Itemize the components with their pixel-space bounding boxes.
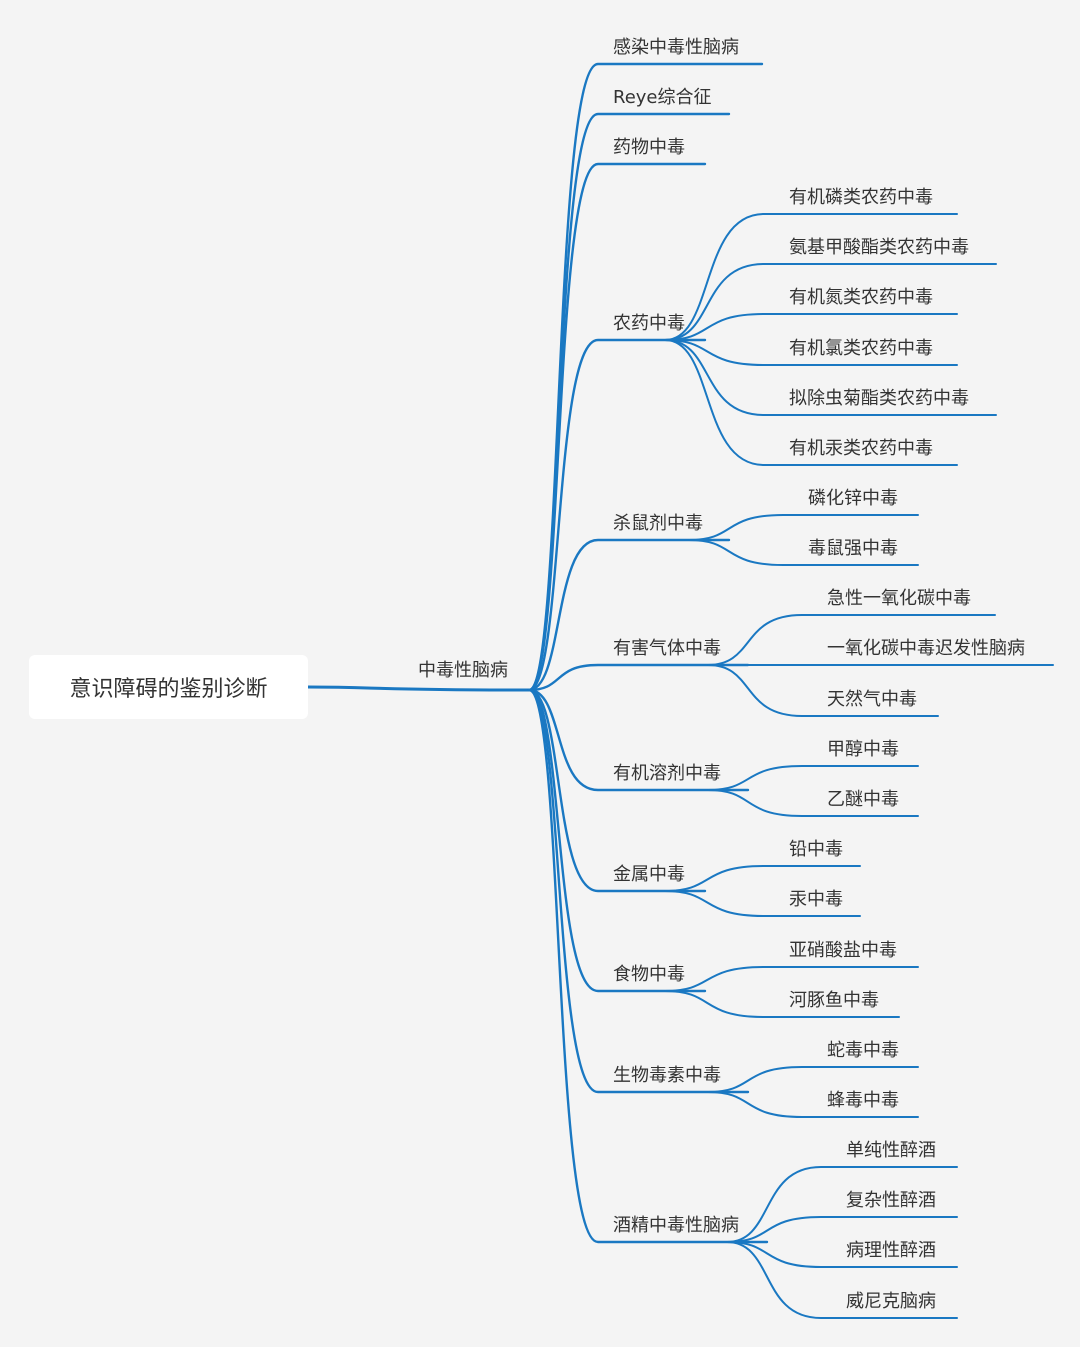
l2-node-label[interactable]: Reye综合征 [613,87,712,108]
l2-node-label[interactable]: 杀鼠剂中毒 [613,513,703,534]
edge-l3-6-1 [707,789,919,817]
l3-node-label[interactable]: 铅中毒 [789,839,843,860]
l2-node-label[interactable]: 生物毒素中毒 [613,1065,721,1086]
edge-l2-6 [527,688,750,792]
root-node-label: 意识障碍的鉴别诊断 [69,677,268,702]
l2-node-label[interactable]: 酒精中毒性脑病 [613,1215,739,1236]
edge-l2-9 [527,688,750,1094]
l3-node-label[interactable]: 有机磷类农药中毒 [789,187,933,208]
edge-l3-3-2 [664,313,958,341]
edge-l2-4 [527,538,731,692]
l2-node-label[interactable]: 食物中毒 [613,964,685,985]
l3-node-label[interactable]: 乙醚中毒 [827,789,899,810]
edge-l2-10 [527,688,769,1244]
edge-l3-8-1 [664,990,900,1018]
l3-node-label[interactable]: 一氧化碳中毒迟发性脑病 [827,638,1025,659]
l3-node-label[interactable]: 蛇毒中毒 [827,1040,899,1061]
l3-node-label[interactable]: 威尼克脑病 [846,1291,936,1312]
edge-l3-10-3 [726,1241,958,1319]
l3-node-label[interactable]: 甲醇中毒 [827,739,899,760]
edge-l3-10-0 [726,1166,958,1243]
edge-l3-5-0 [707,614,996,666]
edge-l3-4-1 [688,539,919,566]
edge-l2-7 [527,688,707,893]
l3-node-label[interactable]: 亚硝酸盐中毒 [789,940,897,961]
l2-node-label[interactable]: 农药中毒 [613,313,685,334]
edge-root-to-branch [306,685,531,692]
edge-l2-3 [527,338,707,692]
edge-l2-2 [527,162,707,692]
l3-node-label[interactable]: 磷化锌中毒 [808,488,898,509]
edge-l3-9-1 [707,1091,919,1118]
l3-node-label[interactable]: 蜂毒中毒 [827,1090,899,1111]
edge-l3-6-0 [707,765,919,791]
l3-node-label[interactable]: 有机汞类农药中毒 [789,438,933,459]
l2-node-label[interactable]: 金属中毒 [613,864,685,885]
l3-node-label[interactable]: 急性一氧化碳中毒 [827,588,971,609]
edge-l3-3-5 [664,339,958,466]
l3-node-label[interactable]: 有机氯类农药中毒 [789,338,933,359]
l2-node-label[interactable]: 有害气体中毒 [613,638,721,659]
l3-node-label[interactable]: 汞中毒 [789,889,843,910]
l3-node-label[interactable]: 复杂性醉酒 [846,1190,936,1211]
edge-l3-7-0 [664,865,861,892]
edge-l2-8 [527,688,707,993]
l2-node-label[interactable]: 感染中毒性脑病 [613,37,739,58]
l3-node-label[interactable]: 氨基甲酸酯类农药中毒 [789,237,969,258]
l3-node-label[interactable]: 单纯性醉酒 [846,1140,936,1161]
edge-l3-8-0 [664,966,919,992]
edge-l3-3-4 [664,339,997,416]
l3-node-label[interactable]: 河豚鱼中毒 [789,990,879,1011]
edge-l3-3-3 [664,339,958,366]
l3-node-label[interactable]: 拟除虫菊酯类农药中毒 [789,388,969,409]
l3-node-label[interactable]: 天然气中毒 [827,689,917,710]
branch-node-label[interactable]: 中毒性脑病 [418,660,508,681]
edge-l3-5-2 [707,664,939,717]
l3-node-label[interactable]: 有机氮类农药中毒 [789,287,933,308]
edge-l3-7-1 [664,890,861,917]
l3-node-label[interactable]: 病理性醉酒 [846,1240,936,1261]
l2-node-label[interactable]: 有机溶剂中毒 [613,763,721,784]
root-node[interactable]: 意识障碍的鉴别诊断 [29,655,308,719]
edge-l3-3-1 [664,263,997,341]
edge-l2-5 [527,663,750,692]
edge-l3-3-0 [664,213,958,341]
edge-l3-9-0 [707,1066,919,1093]
l2-node-label[interactable]: 药物中毒 [613,137,685,158]
edge-l2-1 [527,112,731,692]
l3-node-label[interactable]: 毒鼠强中毒 [808,538,898,559]
edge-l3-4-0 [688,514,919,541]
edge-l3-10-1 [726,1216,958,1243]
edge-l3-10-2 [726,1241,958,1268]
